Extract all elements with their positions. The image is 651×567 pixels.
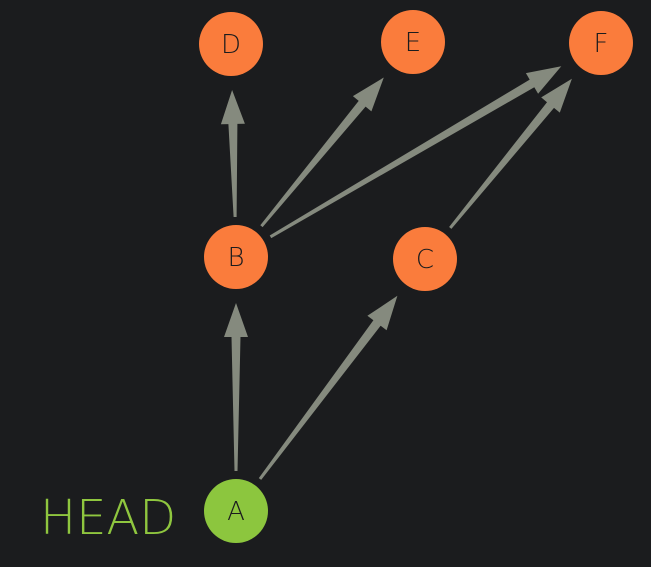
commit-label: C <box>416 245 434 275</box>
commit-node-b[interactable]: B <box>204 225 268 289</box>
edge-b-to-e <box>260 77 384 228</box>
commit-label: D <box>221 30 241 60</box>
commit-circle <box>199 12 263 76</box>
commit-circle <box>393 227 457 291</box>
commit-label: A <box>227 497 245 527</box>
commit-label: F <box>594 29 609 59</box>
edge-c-to-f <box>449 78 572 229</box>
commit-node-d[interactable]: D <box>199 12 263 76</box>
commit-circle <box>204 479 268 543</box>
commit-node-a[interactable]: A <box>204 479 268 543</box>
head-label: HEAD <box>40 490 176 546</box>
edge-a-to-c <box>258 295 398 480</box>
commit-node-e[interactable]: E <box>381 10 445 74</box>
commit-label: E <box>405 28 421 58</box>
edge-a-to-b <box>224 303 248 471</box>
edges-layer <box>220 66 572 480</box>
commit-circle <box>381 10 445 74</box>
nodes-layer: A B C D E F <box>199 10 633 543</box>
commit-circle <box>204 225 268 289</box>
commit-node-c[interactable]: C <box>393 227 457 291</box>
commit-label: B <box>227 243 244 273</box>
commit-circle <box>569 11 633 75</box>
edge-b-to-f <box>269 66 562 239</box>
edge-b-to-d <box>220 90 245 217</box>
commit-node-f[interactable]: F <box>569 11 633 75</box>
